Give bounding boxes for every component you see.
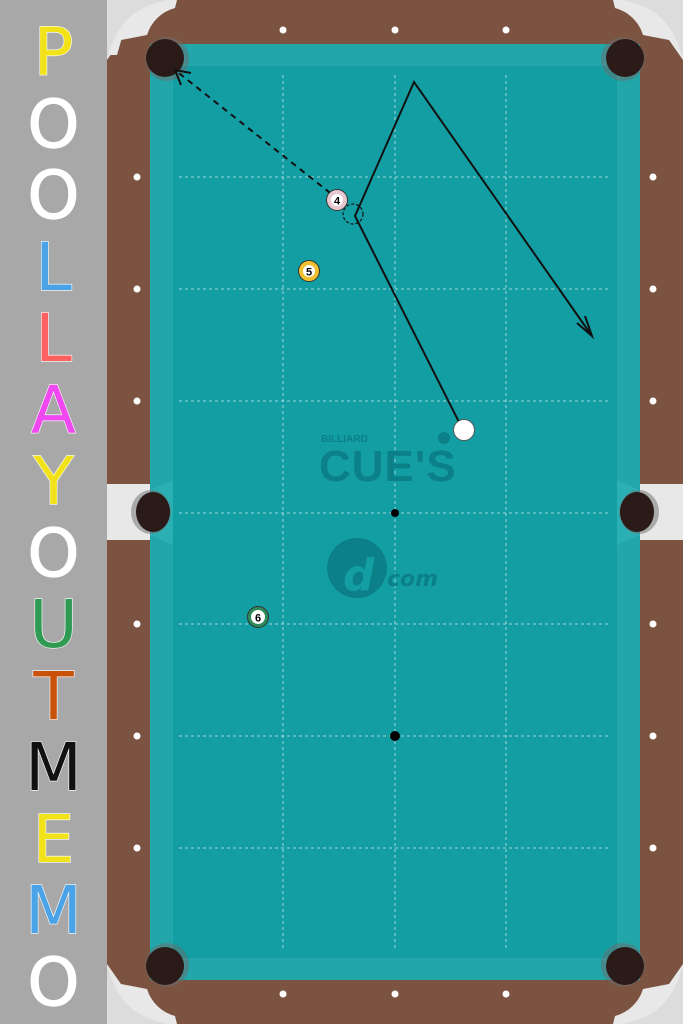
svg-text:4: 4 — [334, 196, 341, 208]
felt-logo: BILLIARD CUE'S d com — [319, 432, 457, 601]
ball-5[interactable]: 5 — [298, 260, 320, 282]
object-ball-path — [174, 69, 340, 201]
ghost-ball — [342, 203, 364, 225]
pockets — [131, 37, 659, 987]
ball-6[interactable]: 6 — [247, 606, 269, 628]
object-arrowhead — [173, 68, 192, 86]
rail-diamonds — [133, 26, 657, 998]
title-letter: A — [30, 371, 77, 449]
svg-text:6: 6 — [255, 613, 261, 625]
title-letter: P — [33, 14, 74, 91]
felt-grid — [179, 75, 611, 950]
title-letter: E — [32, 800, 75, 878]
brand-logo-circle — [327, 538, 387, 598]
title-letter: L — [35, 228, 73, 306]
brand-logo-text: com — [387, 567, 438, 592]
center-spot — [391, 509, 399, 517]
pocket-side-right[interactable] — [619, 490, 659, 534]
title-letter: L — [35, 300, 73, 377]
title-letter: O — [27, 514, 80, 592]
logo-small-text: BILLIARD — [321, 434, 368, 445]
pocket-side-left[interactable] — [131, 490, 171, 534]
title-letter: Y — [33, 443, 75, 520]
title-letter: O — [27, 157, 80, 234]
cue-ball-path — [353, 79, 593, 431]
title-letter: M — [24, 872, 82, 949]
pocket-top-left[interactable] — [145, 37, 189, 81]
title-letter: O — [27, 943, 80, 1021]
svg-text:5: 5 — [306, 267, 312, 279]
pool-table: BILLIARD CUE'S d com 4 5 6 — [107, 0, 683, 1024]
shot-paths — [173, 68, 595, 431]
title-letter: O — [27, 85, 80, 163]
title-letter: U — [29, 586, 79, 663]
cue-arrowhead — [576, 315, 595, 340]
cue-ball[interactable] — [453, 419, 475, 441]
title-letter: T — [33, 657, 75, 735]
logo-big-text: CUE'S — [319, 442, 457, 491]
foot-spot — [390, 731, 400, 741]
brand-logo-d: d — [343, 550, 375, 601]
pocket-bottom-left[interactable] — [145, 943, 189, 987]
title-letter: M — [24, 729, 82, 806]
pocket-top-right[interactable] — [601, 37, 645, 81]
pocket-bottom-right[interactable] — [601, 943, 645, 987]
cushion-bevels — [150, 44, 640, 980]
ball-4[interactable]: 4 — [326, 189, 348, 211]
